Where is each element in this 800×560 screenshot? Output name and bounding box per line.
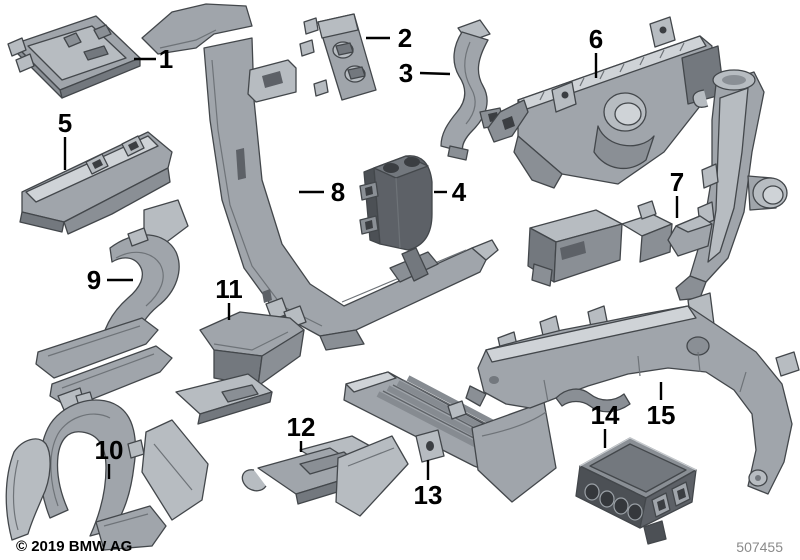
callout-15-label[interactable]: 15 [647, 400, 676, 430]
callout-15[interactable]: 15 [647, 382, 676, 430]
callout-7[interactable]: 7 [670, 167, 684, 218]
callout-10-label[interactable]: 10 [95, 435, 124, 465]
callout-3-line [419, 71, 451, 76]
callout-9-label[interactable]: 9 [87, 265, 101, 295]
part-15-arched-rail[interactable] [465, 292, 800, 495]
callout-14[interactable]: 14 [591, 400, 620, 448]
callout-6-label[interactable]: 6 [589, 24, 603, 54]
callout-8[interactable]: 8 [299, 177, 345, 207]
callout-6[interactable]: 6 [589, 24, 603, 78]
callout-1-label[interactable]: 1 [159, 44, 173, 74]
part-5-panel-bracket[interactable] [19, 131, 173, 235]
part-2-clip-plate[interactable] [299, 13, 377, 101]
callout-3-label[interactable]: 3 [399, 58, 413, 88]
callout-5-label[interactable]: 5 [58, 108, 72, 138]
part-14-connector-box[interactable] [575, 437, 697, 545]
callout-12[interactable]: 12 [287, 412, 316, 452]
part-10-horseshoe-duct[interactable] [39, 391, 209, 537]
part-7-tall-bracket[interactable] [675, 45, 788, 301]
callout-12-label[interactable]: 12 [287, 412, 316, 442]
part-1-cable-tray[interactable] [7, 15, 141, 99]
part-13-ribbed-cover[interactable] [335, 371, 557, 517]
callout-8-label[interactable]: 8 [331, 177, 345, 207]
callout-9[interactable]: 9 [87, 265, 133, 295]
callout-14-label[interactable]: 14 [591, 400, 620, 430]
callout-11-label[interactable]: 11 [215, 274, 243, 304]
callout-11[interactable]: 11 [215, 274, 243, 320]
part-3-curved-bracket[interactable] [440, 19, 505, 161]
callout-1[interactable]: 1 [134, 44, 173, 74]
callout-4[interactable]: 4 [434, 177, 467, 207]
callout-5[interactable]: 5 [58, 108, 72, 170]
callout-7-label[interactable]: 7 [670, 167, 684, 197]
part-6-panel[interactable] [487, 16, 713, 189]
diagram-number: 507455 [736, 539, 783, 555]
callout-3[interactable]: 3 [399, 58, 451, 88]
part-4-clamp-block[interactable] [359, 155, 433, 251]
callout-2-label[interactable]: 2 [398, 23, 412, 53]
callout-2[interactable]: 2 [366, 23, 412, 53]
part-8-frame[interactable] [141, 3, 499, 351]
part-7-holder[interactable] [527, 200, 713, 287]
fragment-left-wedge [5, 438, 51, 541]
callout-4-label[interactable]: 4 [452, 177, 467, 207]
part-9-curved-duct[interactable] [35, 199, 189, 411]
callout-13-label[interactable]: 13 [414, 480, 443, 510]
copyright-notice: © 2019 BMW AG [16, 538, 132, 555]
callout-10[interactable]: 10 [95, 435, 124, 479]
fragment-bottom-strip [95, 505, 167, 551]
callout-13[interactable]: 13 [414, 460, 443, 510]
part-11-saddle-bracket[interactable] [175, 297, 307, 425]
